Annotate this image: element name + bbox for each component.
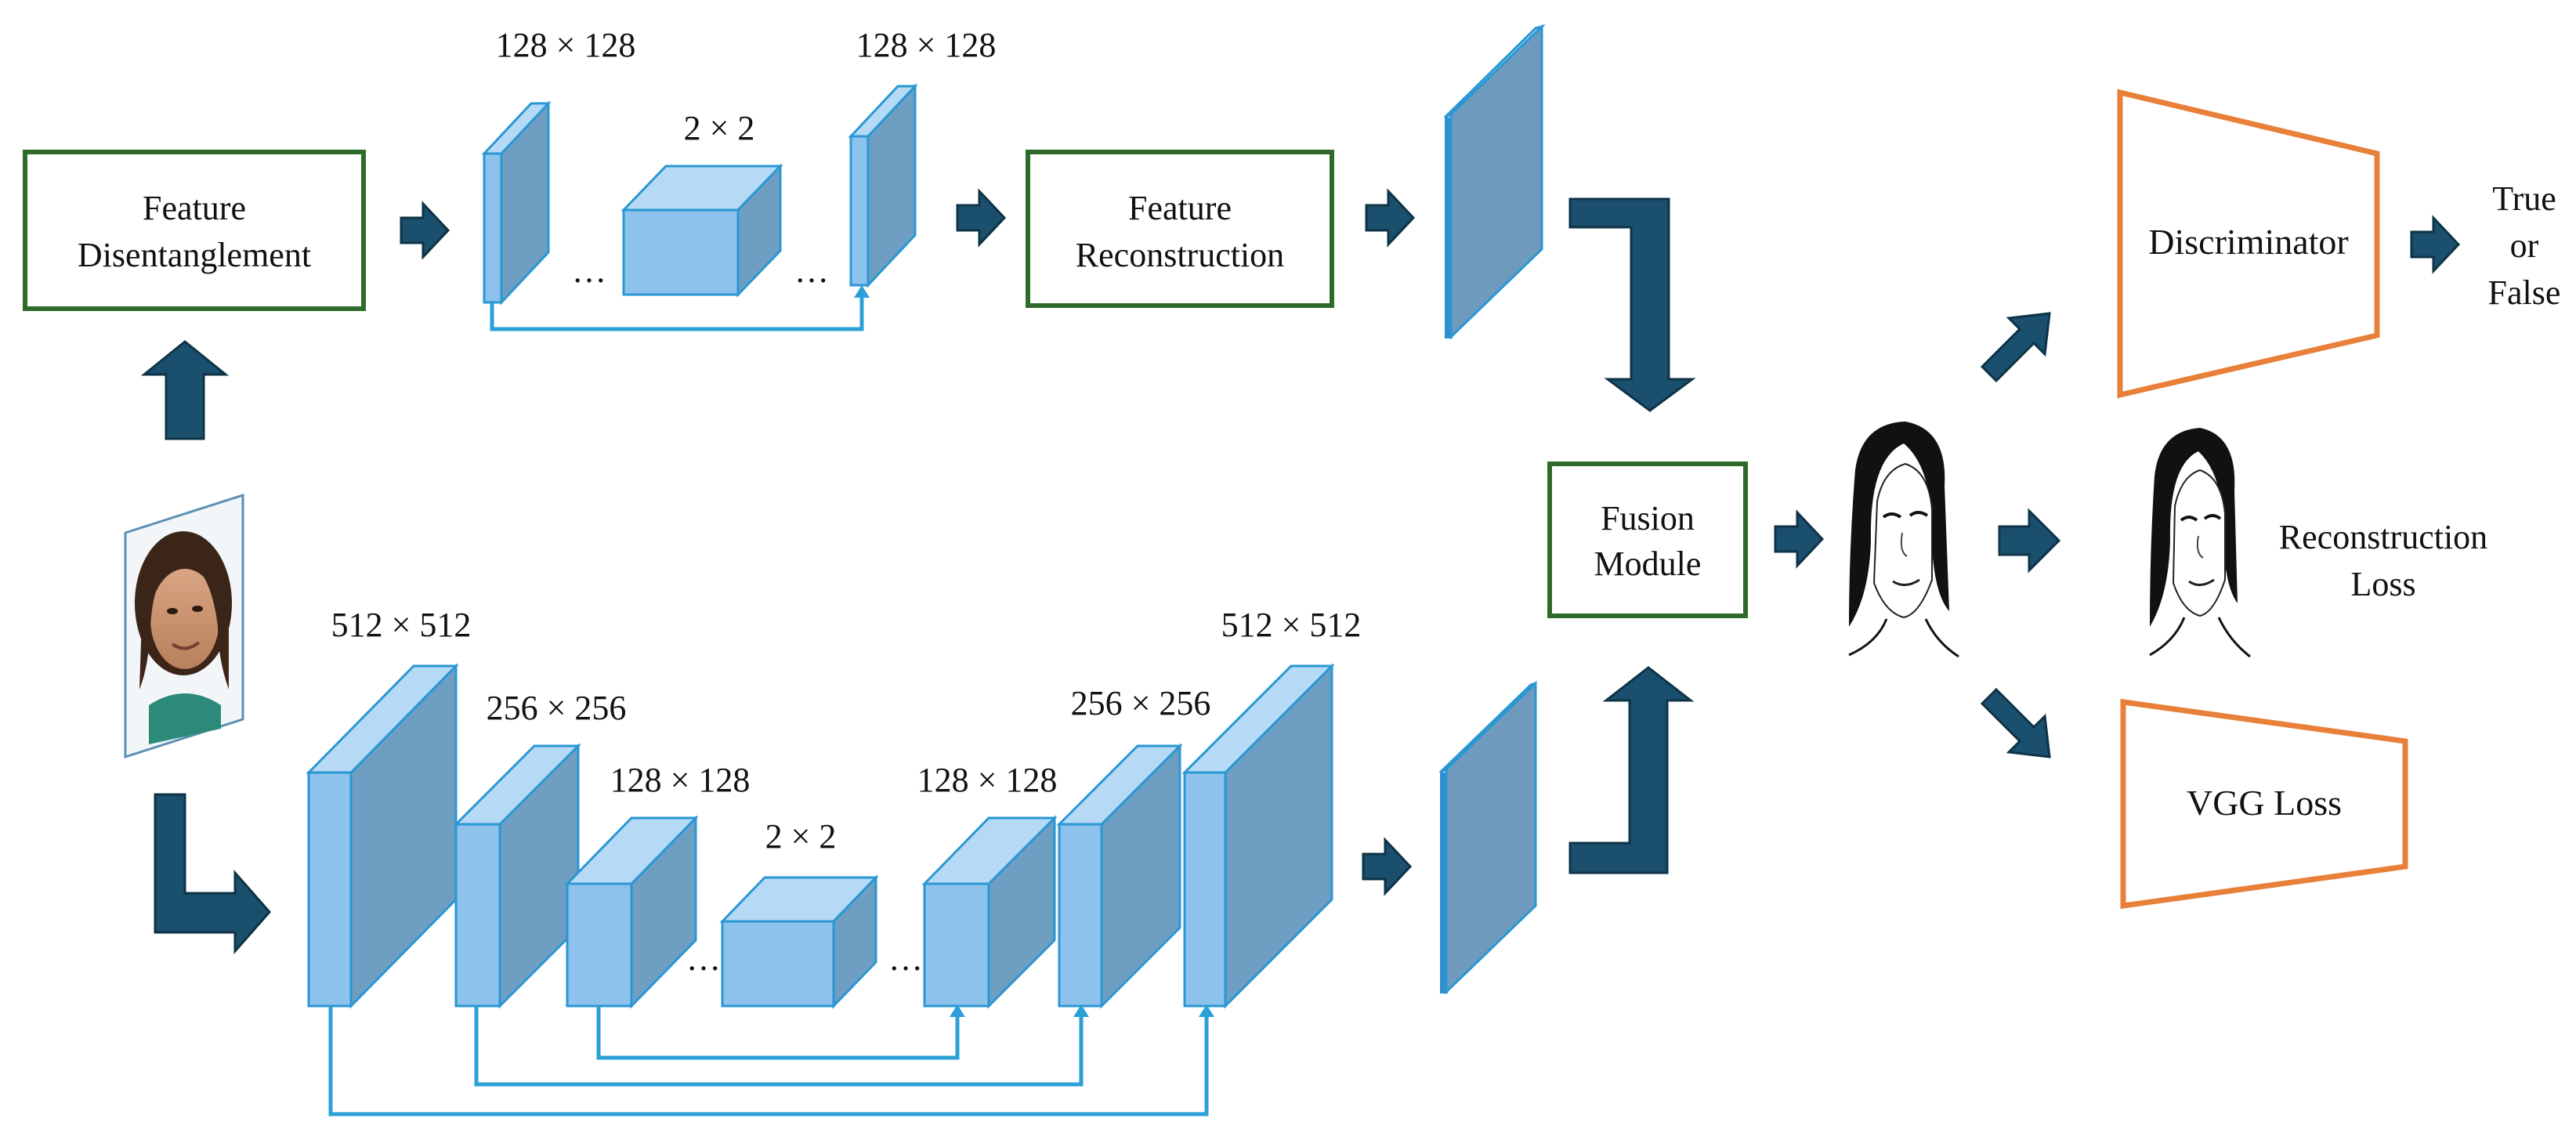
bottom-dim-5: 128 × 128 — [917, 761, 1058, 799]
feature-reconstruction-line2: Reconstruction — [1076, 236, 1284, 274]
bottom-ellipsis-1: … — [686, 939, 721, 978]
reference-sketch — [2149, 428, 2251, 658]
reconstruction-loss-label: Reconstruction Loss — [2279, 518, 2487, 603]
right-arrow-icon — [1362, 837, 1413, 896]
right-arrow-icon — [1365, 188, 1416, 248]
up-arrow-icon — [140, 340, 230, 440]
bent-right-arrow-icon — [154, 793, 271, 954]
bottom-dim-4: 2 × 2 — [765, 817, 837, 856]
right-arrow-icon — [400, 201, 450, 260]
output-or: or — [2510, 226, 2539, 265]
encoder-block-256 — [453, 743, 581, 1009]
bottom-dim-6: 256 × 256 — [1071, 684, 1211, 722]
bottom-dim-3: 128 × 128 — [610, 761, 751, 799]
bottom-bottleneck-block — [719, 874, 879, 1009]
vgg-loss-label: VGG Loss — [2187, 783, 2342, 823]
skip-connection-256 — [474, 1004, 1089, 1087]
skip-connection-128 — [596, 1004, 965, 1060]
decoder-block-128 — [921, 815, 1058, 1009]
right-arrow-icon — [956, 188, 1007, 248]
top-ellipsis-1: … — [572, 252, 606, 290]
reconstruction-loss-line2: Loss — [2350, 565, 2415, 603]
right-arrow-icon — [1998, 508, 2061, 574]
feature-reconstruction-line1: Feature — [1128, 189, 1232, 227]
encoder-block-128 — [564, 815, 699, 1009]
output-false: False — [2488, 273, 2561, 312]
feature-disentanglement-line1: Feature — [143, 189, 246, 227]
bent-down-arrow-icon — [1568, 197, 1696, 412]
top-bottleneck-block — [620, 163, 783, 298]
right-arrow-icon — [1774, 509, 1825, 569]
top-feature-map — [1443, 24, 1547, 340]
encoder-block-512 — [306, 663, 459, 1009]
bottom-dim-7: 512 × 512 — [1221, 606, 1362, 644]
decoder-block-512 — [1181, 663, 1335, 1009]
reconstruction-loss-line1: Reconstruction — [2279, 518, 2487, 556]
discriminator-label: Discriminator — [2148, 222, 2349, 262]
top-decoder-layer — [848, 83, 918, 288]
top-dim-1: 128 × 128 — [496, 26, 636, 64]
top-dim-3: 128 × 128 — [856, 26, 997, 64]
fusion-module-line1: Fusion — [1601, 499, 1695, 537]
skip-connection-512 — [328, 1004, 1214, 1116]
true-or-false-output: True or False — [2488, 179, 2561, 312]
bottom-dim-1: 512 × 512 — [331, 606, 472, 644]
bent-up-arrow-icon — [1568, 666, 1695, 874]
output-true: True — [2492, 179, 2556, 218]
bottom-dim-2: 256 × 256 — [487, 689, 627, 727]
top-dim-2: 2 × 2 — [684, 109, 755, 147]
bottom-ellipsis-2: … — [888, 939, 923, 978]
discriminator-block: Discriminator — [2117, 89, 2380, 399]
top-ellipsis-2: … — [794, 252, 829, 290]
feature-disentanglement-box: Feature Disentanglement — [23, 150, 366, 311]
fusion-module-line2: Module — [1594, 545, 1702, 583]
diagonal-up-arrow-icon — [1980, 312, 2051, 383]
decoder-block-256 — [1056, 743, 1183, 1009]
bottom-feature-map — [1438, 680, 1537, 995]
top-skip-connection — [490, 285, 870, 331]
right-arrow-icon — [2410, 215, 2461, 274]
fusion-module-box: Fusion Module — [1547, 461, 1748, 618]
feature-disentanglement-line2: Disentanglement — [78, 236, 311, 274]
vgg-loss-block: VGG Loss — [2120, 698, 2408, 910]
generated-sketch — [1848, 422, 1959, 658]
diagonal-down-arrow-icon — [1980, 687, 2051, 758]
top-encoder-layer — [481, 100, 552, 306]
feature-reconstruction-box: Feature Reconstruction — [1026, 150, 1334, 308]
input-face-photo — [124, 493, 244, 759]
